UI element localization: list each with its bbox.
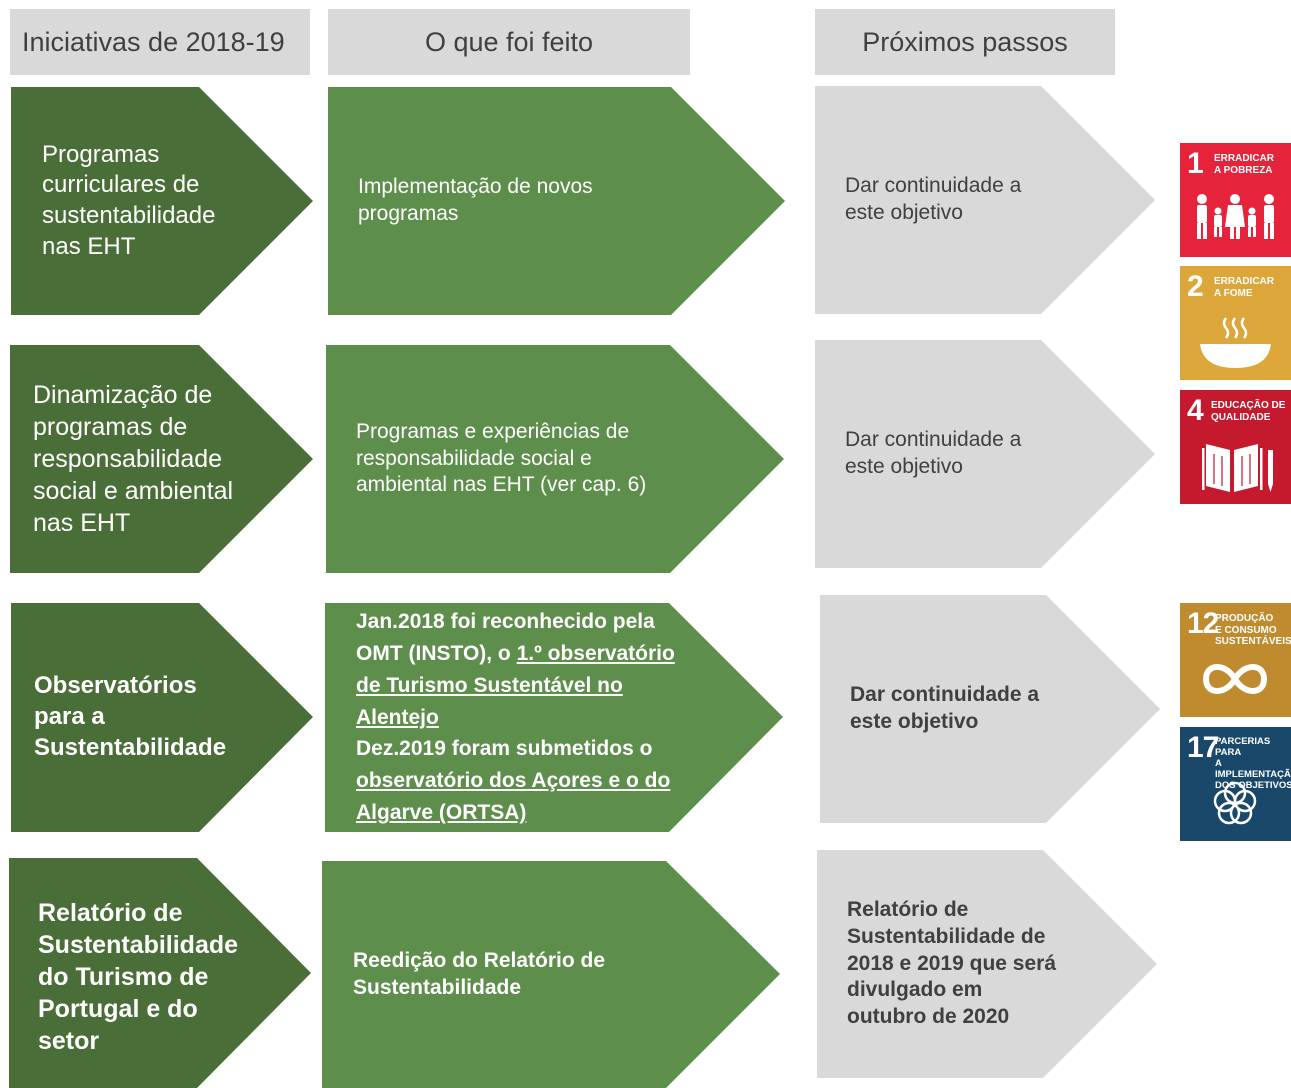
initiative-text: Observatórios (34, 672, 197, 700)
initiative-text: Dinamização de (33, 381, 213, 409)
initiative-text: curriculares de (42, 171, 200, 199)
observatory-link-alentejo-end[interactable]: Alentejo (356, 705, 439, 729)
next-text: Relatório de (847, 897, 969, 921)
initiative-text: do Turismo de (38, 963, 209, 991)
sdg-12-tile: 12 Produçãoe consumosustentáveis (1180, 603, 1291, 717)
sdg-4-tile: 4 Educação dequalidade (1180, 390, 1291, 504)
next-text: Dar continuidade a (845, 174, 1022, 198)
initiative-text: para a (34, 703, 105, 731)
next-arrow-2: Dar continuidade a este objetivo (815, 340, 1155, 568)
done-text: Programas e experiências de (356, 419, 630, 443)
next-text: divulgado em (847, 978, 983, 1002)
initiative-arrow-3: Observatórios para a Sustentabilidade (11, 603, 313, 832)
initiative-text: Sustentabilidade (34, 733, 227, 761)
observatory-link-alentejo[interactable]: 1.º observatório (516, 641, 675, 665)
next-text: este objetivo (845, 201, 963, 224)
initiative-text: sustentabilidade (42, 202, 216, 229)
initiative-arrow-1: Programas curriculares de sustentabilida… (11, 87, 313, 315)
sdg-number: 4 (1187, 394, 1204, 427)
sdg-2-tile: 2 Erradicara fome (1180, 266, 1291, 380)
initiative-text: Programas (42, 140, 160, 168)
bowl-icon (1200, 317, 1271, 368)
sdg-1-tile: 1 Erradicara pobreza (1180, 143, 1291, 257)
next-arrow-4: Relatório de Sustentabilidade de 2018 e … (817, 850, 1157, 1078)
infinity-icon (1202, 664, 1268, 694)
family-icon (1197, 194, 1274, 239)
done-arrow-2: Programas e experiências de responsabili… (326, 345, 784, 573)
observatory-link-algarve-end[interactable]: Algarve (ORTSA) (356, 801, 527, 825)
initiative-text: social e ambiental (33, 477, 234, 505)
next-text: este objetivo (850, 710, 979, 733)
done-arrow-3: Jan.2018 foi reconhecido pela OMT (INSTO… (325, 603, 783, 832)
next-arrow-3: Dar continuidade a este objetivo (820, 595, 1160, 823)
sdg-label: Educação dequalidade (1211, 400, 1286, 423)
header-next-steps: Próximos passos (815, 9, 1115, 75)
done-text: responsabilidade social e (356, 446, 592, 470)
next-text: Dar continuidade a (850, 683, 1040, 707)
initiative-text: responsabilidade (33, 445, 223, 473)
done-text: OMT (INSTO), o 1.º observatório (356, 638, 783, 670)
sdg-label: Produçãoe consumosustentáveis (1215, 613, 1291, 647)
done-text: Sustentabilidade (353, 975, 522, 999)
initiative-arrow-2: Dinamização de programas de responsabili… (10, 345, 313, 573)
done-text: Implementação de novos (358, 175, 593, 199)
done-text-part: OMT (INSTO), o (356, 641, 517, 665)
sdg-label: Erradicara pobreza (1214, 153, 1274, 176)
observatory-link-alentejo-cont[interactable]: de Turismo Sustentável no (356, 673, 623, 697)
sdg-label: Erradicara fome (1214, 276, 1274, 299)
initiative-text: Portugal e do (38, 995, 198, 1023)
initiative-text: Sustentabilidade (38, 931, 239, 959)
next-text: Dar continuidade a (845, 428, 1022, 452)
done-text: ambiental nas EHT (ver cap. 6) (356, 473, 647, 497)
header-done: O que foi feito (328, 9, 690, 75)
initiative-text: setor (38, 1027, 100, 1055)
book-pencil-icon (1202, 444, 1273, 492)
next-text: 2018 e 2019 que será (847, 951, 1056, 975)
sdg-number: 1 (1187, 147, 1204, 180)
done-arrow-1: Implementação de novos programas (328, 87, 785, 315)
done-text: Jan.2018 foi reconhecido pela (356, 609, 655, 633)
sdg-number: 17 (1187, 731, 1219, 764)
observatory-link-acores-algarve[interactable]: observatório dos Açores e o do (356, 769, 671, 793)
done-text: programas (358, 202, 459, 225)
initiative-text: nas EHT (33, 509, 131, 537)
initiative-text: nas EHT (42, 232, 136, 260)
next-text: outubro de 2020 (847, 1005, 1010, 1029)
sdg-number: 2 (1187, 270, 1204, 303)
done-text: Reedição do Relatório de (353, 948, 606, 972)
initiative-text: programas de (33, 413, 188, 441)
next-arrow-1: Dar continuidade a este objetivo (815, 86, 1155, 314)
initiative-text: Relatório de (38, 899, 183, 927)
sdg-number: 12 (1187, 607, 1219, 640)
header-initiatives: Iniciativas de 2018-19 (10, 9, 310, 75)
next-text: este objetivo (845, 455, 963, 478)
next-text: Sustentabilidade de (847, 924, 1046, 948)
initiative-arrow-4: Relatório de Sustentabilidade do Turismo… (9, 858, 311, 1088)
done-text: Dez.2019 foram submetidos o (356, 737, 653, 761)
done-arrow-4: Reedição do Relatório de Sustentabilidad… (322, 861, 780, 1088)
rings-icon (1213, 781, 1257, 825)
